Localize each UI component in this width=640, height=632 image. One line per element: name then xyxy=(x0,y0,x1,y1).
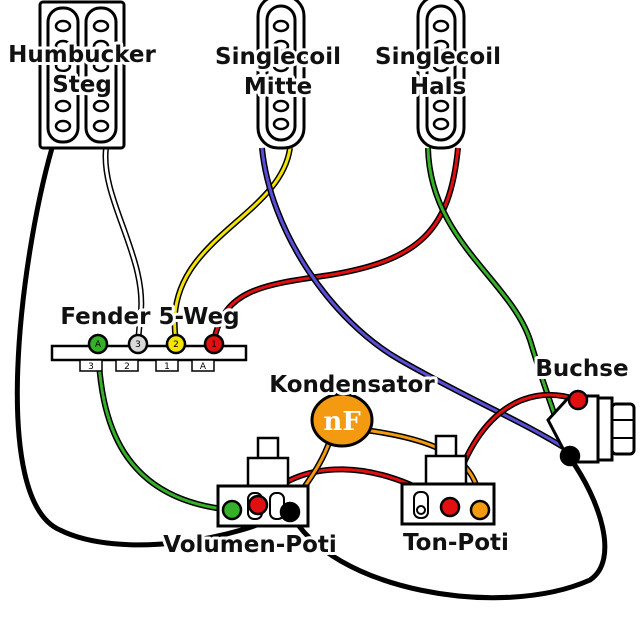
label-humbucker: Humbucker xyxy=(8,42,156,68)
volume-lug-black xyxy=(279,501,301,523)
switch-lug-3 xyxy=(127,333,149,355)
capacitor-value: nF xyxy=(323,407,361,437)
label-singlecoil-neck: Singlecoil xyxy=(375,44,501,70)
label-jack: Buchse xyxy=(535,356,628,382)
label-switch: Fender 5-Weg xyxy=(60,304,239,330)
switch-lug-label-2: 2 xyxy=(173,340,179,350)
label-tone-pot: Ton-Poti xyxy=(403,530,509,556)
tone-lug-red xyxy=(439,496,461,518)
jack-lug-ground xyxy=(559,445,581,467)
volume-pot xyxy=(216,436,310,528)
switch-rail-label-4: A xyxy=(200,362,207,372)
label-volume-pot: Volumen-Poti xyxy=(163,532,337,558)
switch-lug-label-1: 1 xyxy=(211,340,217,350)
switch-lug-label-3: 3 xyxy=(135,340,141,350)
label-singlecoil-middle: Singlecoil xyxy=(215,44,341,70)
label-singlecoil-middle-position: Mitte xyxy=(244,74,312,100)
singlecoil-middle-pickup xyxy=(256,0,306,150)
humbucker-bridge-pickup xyxy=(38,0,126,150)
five-way-switch: 3 2 1 A A 3 2 1 xyxy=(50,333,248,372)
switch-lug-label-a: A xyxy=(95,340,102,350)
label-humbucker-position: Steg xyxy=(52,72,112,98)
label-singlecoil-neck-position: Hals xyxy=(410,74,466,100)
switch-lug-1 xyxy=(203,333,225,355)
wire-middle-ground xyxy=(259,147,570,453)
switch-lug-2 xyxy=(165,333,187,355)
label-capacitor: Kondensator xyxy=(269,372,435,398)
switch-rail-label-2: 2 xyxy=(124,362,130,372)
switch-lug-a xyxy=(87,333,109,355)
singlecoil-neck-pickup xyxy=(416,0,466,150)
tone-pot xyxy=(400,434,496,526)
volume-lug-green xyxy=(221,499,243,521)
output-jack xyxy=(546,389,636,467)
wire-humbucker-ground xyxy=(14,147,292,548)
switch-rail-label-3: 1 xyxy=(164,362,170,372)
wire-volume-to-jack-ground xyxy=(287,456,608,601)
volume-lug-red xyxy=(247,494,269,516)
capacitor: nF xyxy=(310,392,374,448)
tone-lug-orange xyxy=(469,499,491,521)
jack-lug-hot xyxy=(567,389,589,411)
switch-rail-label-1: 3 xyxy=(88,362,94,372)
